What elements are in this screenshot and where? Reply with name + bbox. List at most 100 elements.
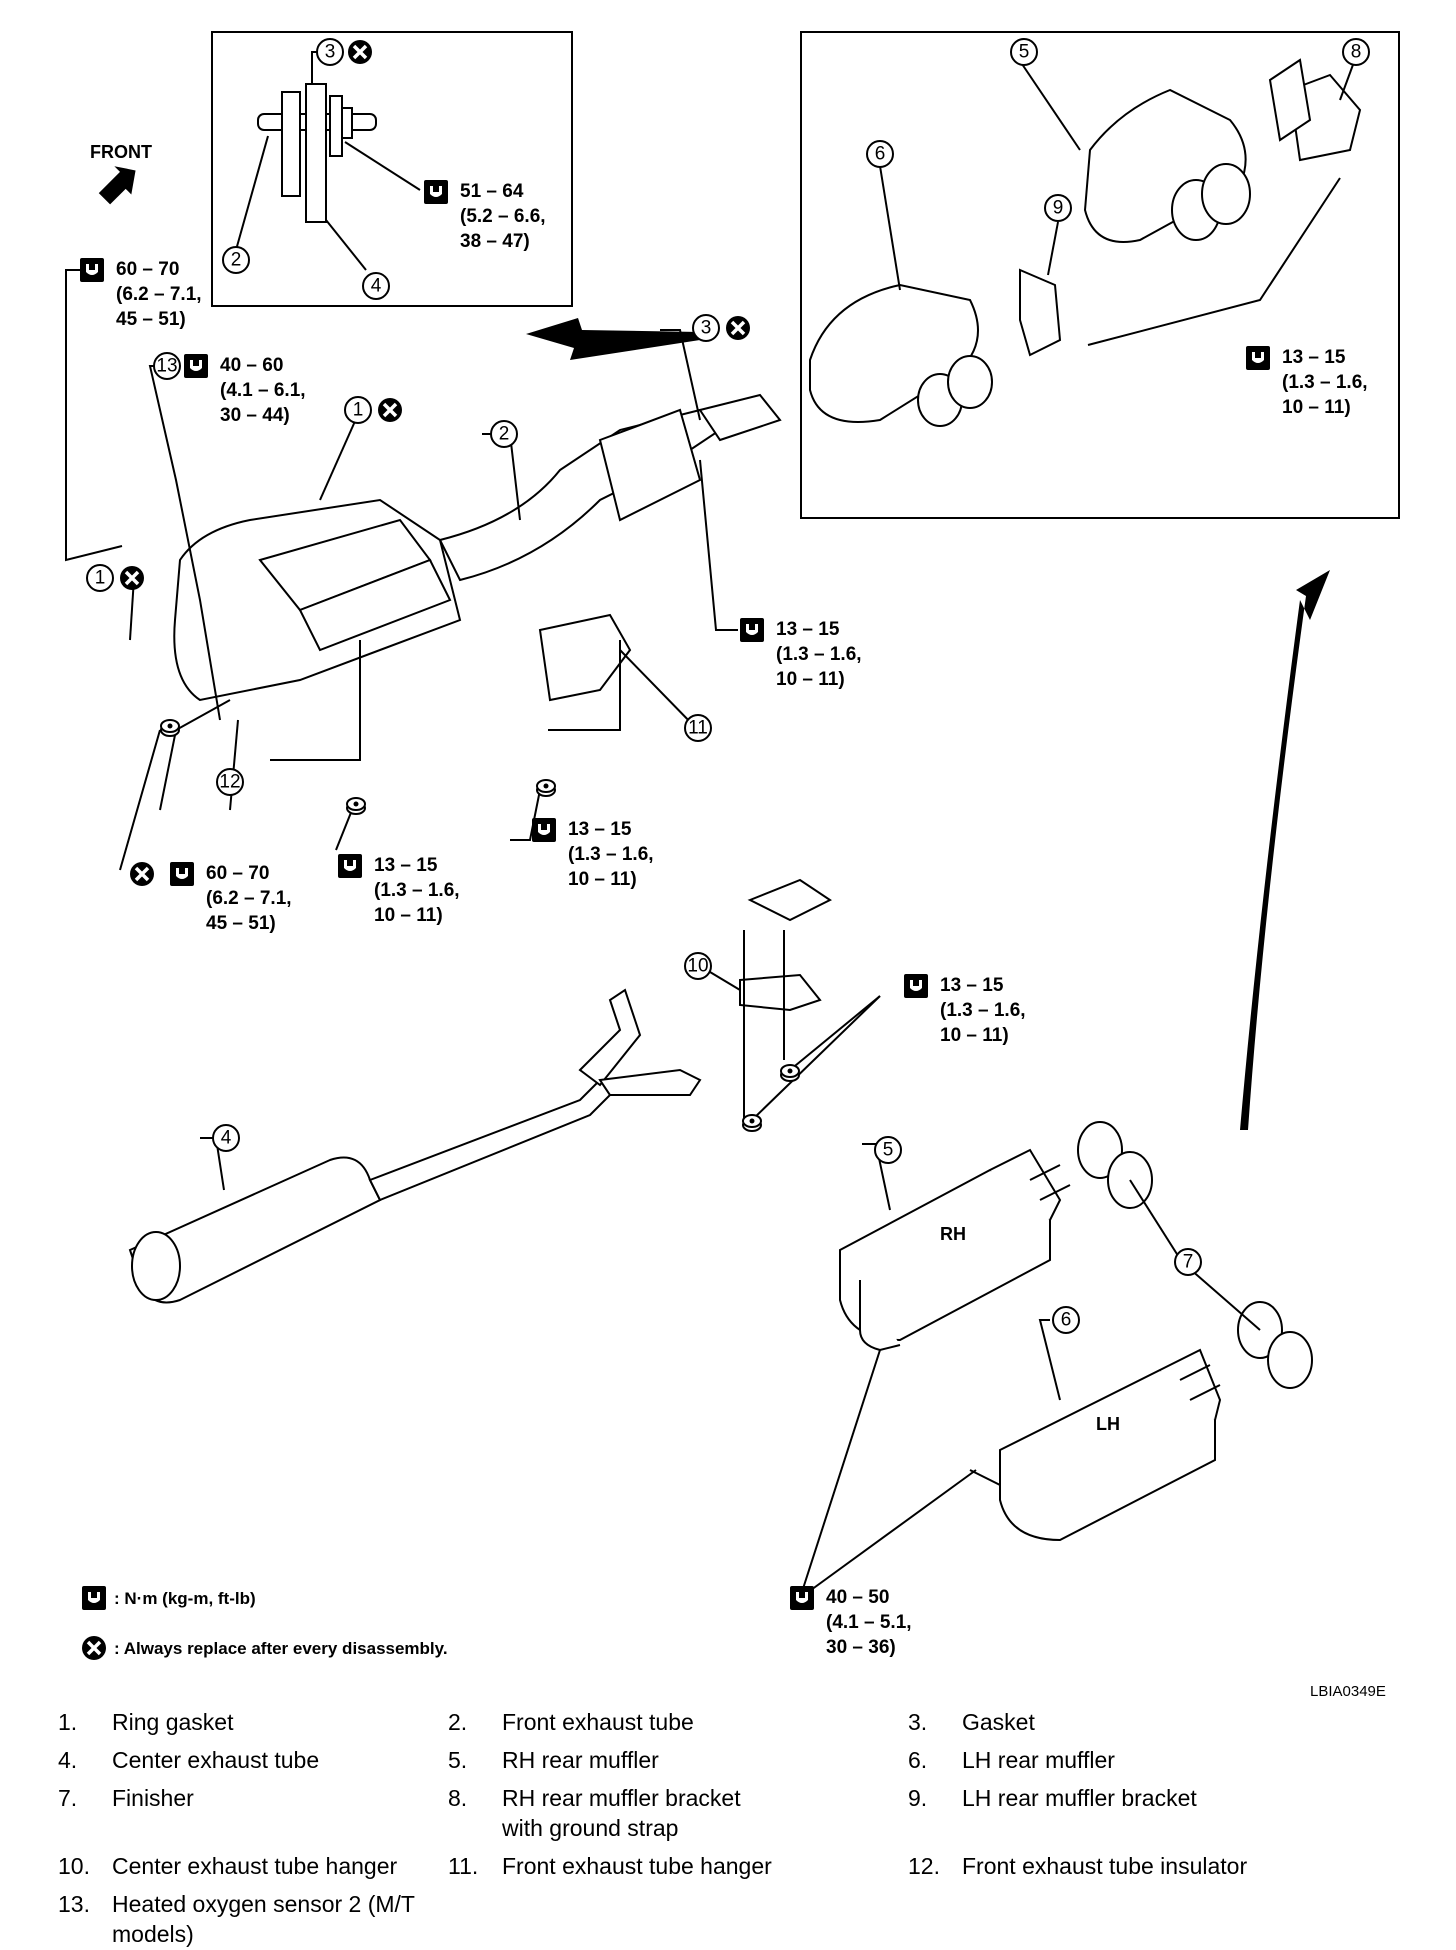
svg-text:(4.1 – 5.1,: (4.1 – 5.1, [826,1612,912,1633]
torque-spec-51-64: 51 – 64 (5.2 – 6.6, 38 – 47) [424,180,546,252]
callout-3: 3 [701,318,712,339]
callout-9: 9 [1053,198,1064,219]
rh-muffler-label: RH [940,1224,966,1244]
svg-text:45 – 51): 45 – 51) [206,913,276,934]
svg-text:10 – 11): 10 – 11) [940,1025,1009,1046]
svg-text:(1.3 – 1.6,: (1.3 – 1.6, [776,644,862,665]
svg-text:(4.1 – 6.1,: (4.1 – 6.1, [220,380,306,401]
callout-4-detail: 4 [371,276,382,297]
svg-text:60 – 70: 60 – 70 [206,863,269,884]
callout-5-detail: 5 [1019,42,1030,63]
torque-spec-60-70-lower: 60 – 70 (6.2 – 7.1, 45 – 51) [170,862,292,934]
lh-muffler-label: LH [1096,1414,1120,1434]
svg-text:10 – 11): 10 – 11) [1282,397,1351,418]
svg-text:13 – 15: 13 – 15 [776,619,840,640]
callout-10: 10 [687,956,708,977]
svg-text:30 – 36): 30 – 36) [826,1637,896,1658]
front-exhaust-tube-drawing [173,393,782,702]
svg-text:51 – 64: 51 – 64 [460,181,524,202]
replace-icon [118,564,146,592]
callout-5: 5 [883,1140,894,1161]
flange-detail-leaders [235,51,421,271]
torque-wrench-icon [904,974,928,998]
callout-2-detail: 2 [231,250,242,271]
replace-icon [346,38,374,66]
callout-8: 8 [1351,42,1362,63]
callout-4: 4 [221,1128,232,1149]
svg-text:: Always replace after every d: : Always replace after every disassembly… [114,1639,448,1658]
callout-6: 6 [1061,1310,1072,1331]
torque-spec-13-15-center: 13 – 15 (1.3 – 1.6, 10 – 11) [904,974,1026,1046]
callout-2: 2 [499,424,510,445]
replace-icon [80,1634,108,1662]
svg-text:40 – 50: 40 – 50 [826,1587,889,1608]
image-code: LBIA0349E [1310,1683,1386,1700]
symbol-legend: : N·m (kg-m, ft-lb) : Always replace aft… [80,1586,448,1662]
torque-wrench-icon [80,258,104,282]
center-exhaust-tube-drawing [128,878,832,1304]
rear-mufflers-drawing [839,1121,1313,1542]
flange-detail-box [211,31,573,307]
svg-text:: N·m (kg-m, ft-lb): : N·m (kg-m, ft-lb) [114,1589,256,1608]
svg-text:(5.2 – 6.6,: (5.2 – 6.6, [460,206,546,227]
torque-wrench-icon [170,862,194,886]
callout-markers [86,38,1370,1334]
torque-spec-13-15-bracket: 13 – 15 (1.3 – 1.6, 10 – 11) [1246,346,1368,418]
svg-text:38 – 47): 38 – 47) [460,231,530,252]
svg-text:(1.3 – 1.6,: (1.3 – 1.6, [374,880,460,901]
svg-text:10 – 11): 10 – 11) [776,669,845,690]
svg-text:(1.3 – 1.6,: (1.3 – 1.6, [1282,372,1368,393]
front-label: FRONT [90,142,152,162]
callout-3-detail: 3 [325,42,336,63]
rear-detail-arrow [1240,570,1330,1130]
rear-muffler-leaders [799,1143,1261,1599]
callout-6-detail: 6 [875,144,886,165]
svg-text:40 – 60: 40 – 60 [220,355,283,376]
svg-text:45 – 51): 45 – 51) [116,309,186,330]
torque-wrench-icon [424,180,448,204]
rear-muffler-detail-drawing [809,58,1362,427]
flange-detail-arrow [526,318,700,360]
svg-text:13 – 15: 13 – 15 [374,855,438,876]
callout-1-lower: 1 [95,568,106,589]
torque-spec-13-15-flange: 13 – 15 (1.3 – 1.6, 10 – 11) [740,618,862,690]
rear-muffler-detail-box [800,31,1400,519]
flange-detail-drawing [257,83,377,223]
replace-icon [128,860,156,888]
callout-11: 11 [688,718,708,739]
svg-text:(6.2 – 7.1,: (6.2 – 7.1, [206,888,292,909]
center-exhaust-leaders [200,930,881,1191]
torque-wrench-icon [338,854,362,878]
torque-wrench-icon [532,818,556,842]
torque-spec-13-15-insulator: 13 – 15 (1.3 – 1.6, 10 – 11) [338,854,460,926]
torque-spec-60-70-upper: 60 – 70 (6.2 – 7.1, 45 – 51) [80,258,202,330]
center-fasteners [742,1064,800,1132]
svg-text:(1.3 – 1.6,: (1.3 – 1.6, [940,1000,1026,1021]
parts-legend: 1.Ring gasket 2.Front exhaust tube 3.Gas… [58,1709,1248,1947]
svg-text:10 – 11): 10 – 11) [374,905,443,926]
replace-icon [376,396,404,424]
callout-12: 12 [219,772,240,793]
callout-7: 7 [1183,1252,1194,1273]
svg-text:60 – 70: 60 – 70 [116,259,179,280]
torque-spec-40-50: 40 – 50 (4.1 – 5.1, 30 – 36) [790,1586,912,1658]
front-direction-arrow [98,166,136,205]
torque-wrench-icon [740,618,764,642]
exhaust-system-diagram: 3 2 4 5 8 6 9 13 1 2 3 1 11 12 10 4 5 6 … [65,31,1400,1700]
callout-13: 13 [156,356,177,377]
svg-text:10 – 11): 10 – 11) [568,869,637,890]
torque-spec-40-60: 40 – 60 (4.1 – 6.1, 30 – 44) [184,354,306,426]
torque-wrench-icon [184,354,208,378]
svg-text:13 – 15: 13 – 15 [1282,347,1346,368]
svg-text:30 – 44): 30 – 44) [220,405,290,426]
svg-text:(1.3 – 1.6,: (1.3 – 1.6, [568,844,654,865]
callout-1-upper: 1 [353,400,364,421]
svg-text:(6.2 – 7.1,: (6.2 – 7.1, [116,284,202,305]
torque-wrench-icon [82,1586,106,1610]
torque-spec-13-15-hanger: 13 – 15 (1.3 – 1.6, 10 – 11) [532,818,654,890]
svg-text:13 – 15: 13 – 15 [568,819,632,840]
torque-wrench-icon [790,1586,814,1610]
torque-wrench-icon [1246,346,1270,370]
rear-muffler-detail-leaders [879,61,1355,346]
replace-icon [724,314,752,342]
